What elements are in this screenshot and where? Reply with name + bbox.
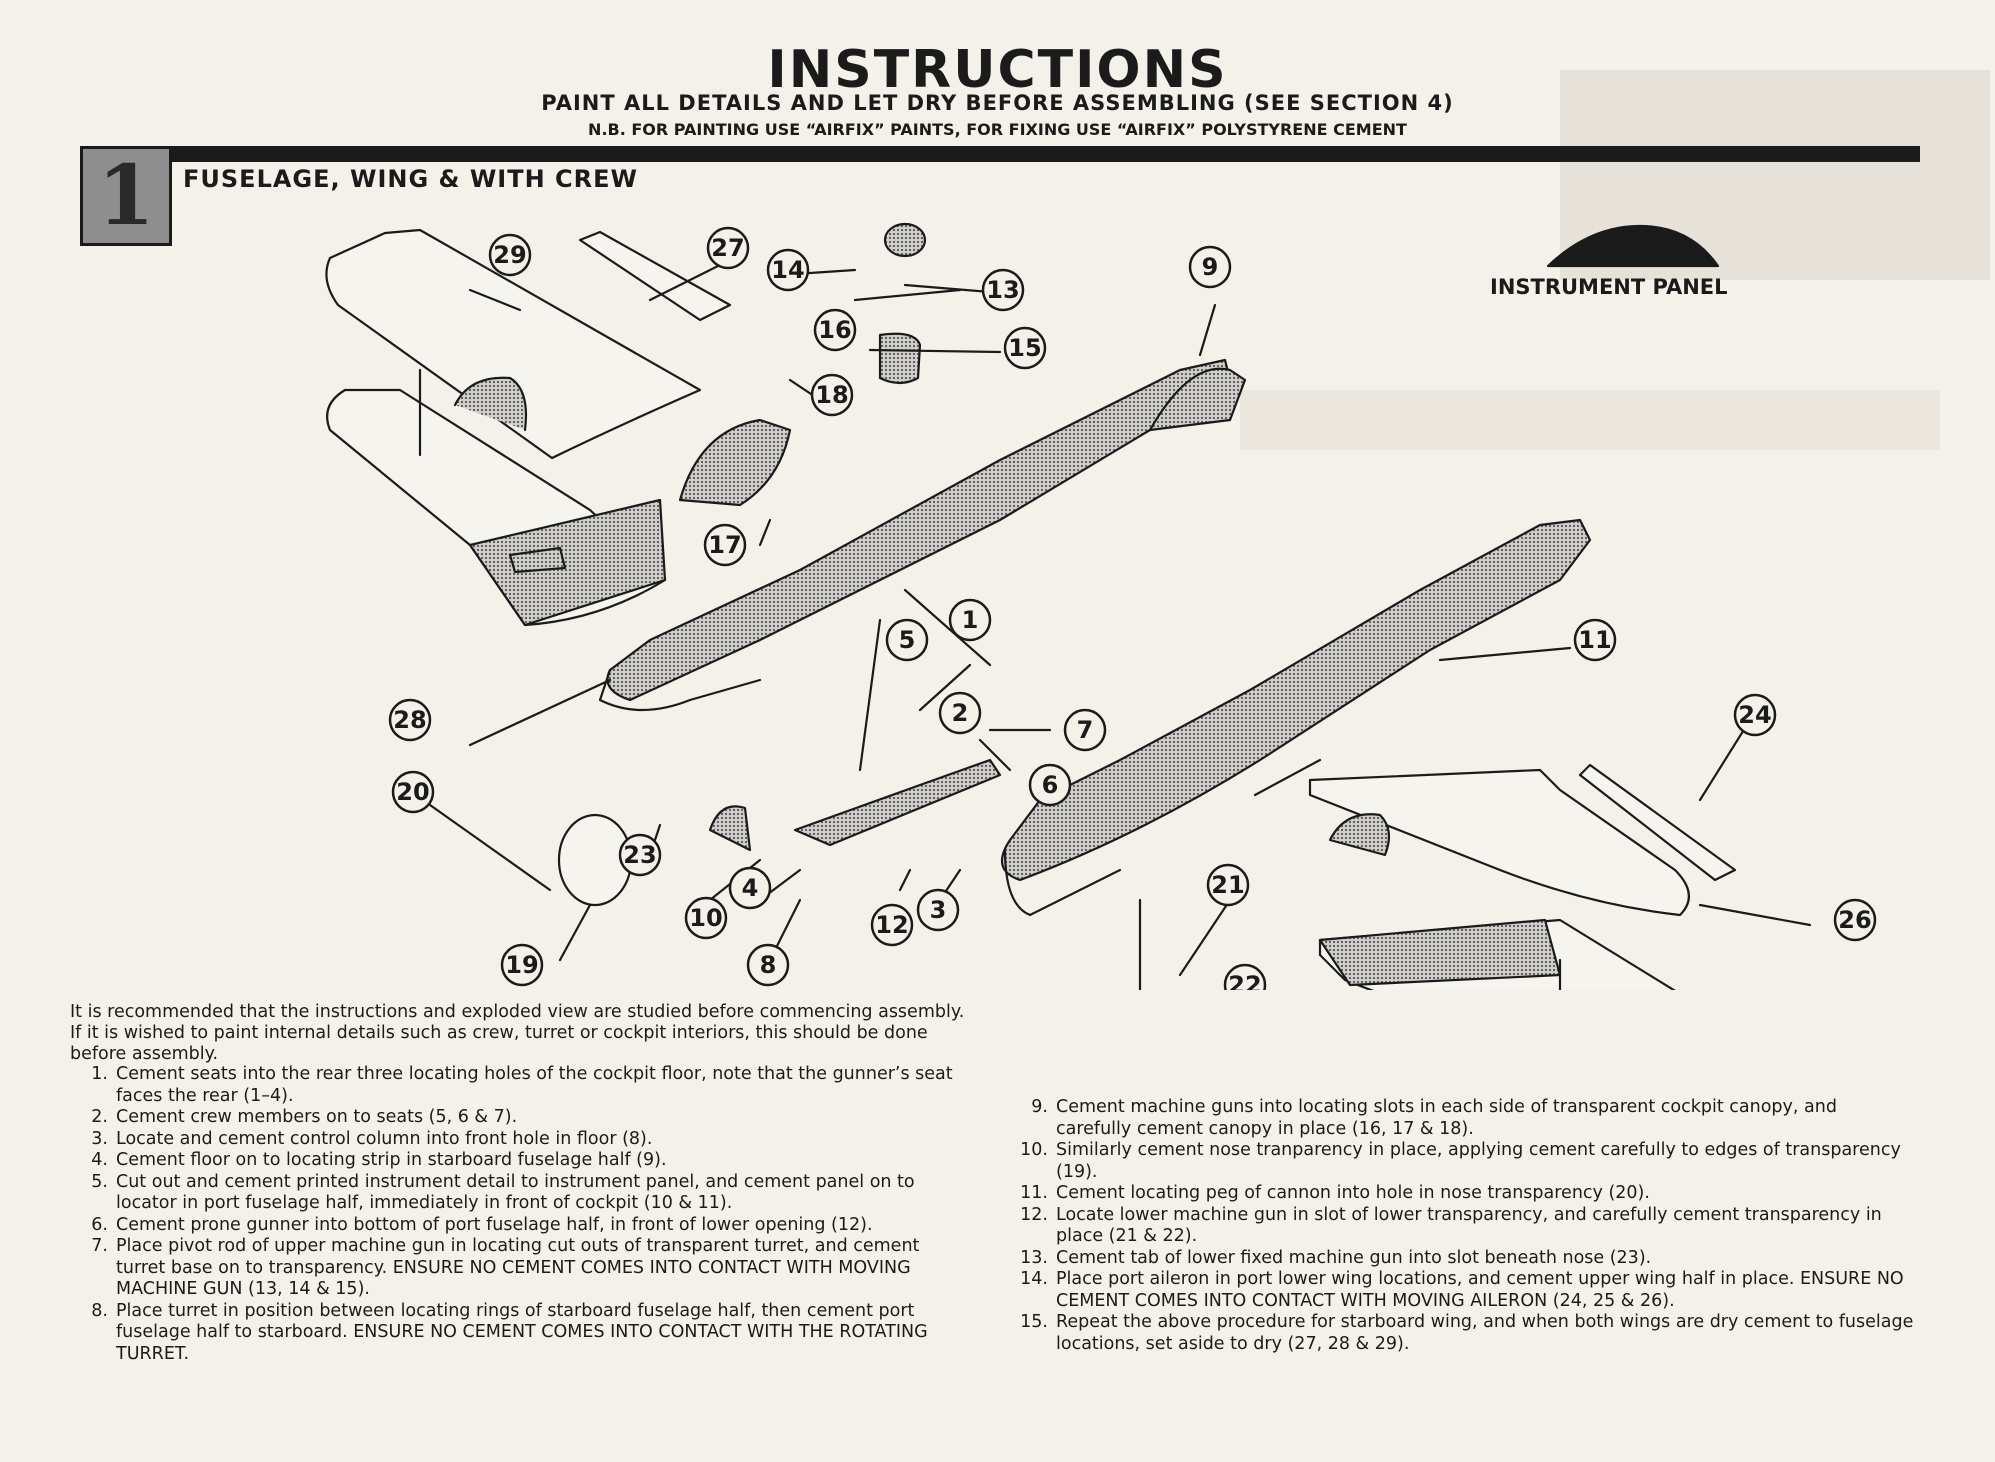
- section-title: FUSELAGE, WING & WITH CREW: [183, 165, 638, 193]
- callout-21: [1206, 863, 1250, 907]
- callout-label: 23: [623, 841, 656, 869]
- callout-20: [391, 770, 435, 814]
- canopy-18: [678, 418, 792, 507]
- callout-23: [618, 833, 662, 877]
- callout-9: [1188, 245, 1232, 289]
- section-number-box: 1: [80, 146, 172, 246]
- instrument-panel-icon: [1546, 224, 1720, 268]
- callout-label: 28: [393, 706, 426, 734]
- section-number: 1: [97, 148, 155, 244]
- callout-5: [885, 618, 929, 662]
- callout-19: [500, 943, 544, 987]
- callout-label: 29: [493, 241, 526, 269]
- callout-label: 15: [1008, 334, 1041, 362]
- step-item: 8.Place turret in position between locat…: [91, 1300, 928, 1364]
- step-item: 11.Cement locating peg of cannon into ho…: [1020, 1183, 1650, 1203]
- step-item: 15.Repeat the above procedure for starbo…: [1020, 1312, 1914, 1354]
- callout-3: [916, 888, 960, 932]
- step-item: 3.Locate and cement control column into …: [91, 1128, 653, 1149]
- step-item: 7.Place pivot rod of upper machine gun i…: [91, 1236, 920, 1299]
- callout-label: 18: [815, 381, 848, 409]
- callout-label: 22: [1228, 971, 1261, 990]
- step-item: 2.Cement crew members on to seats (5, 6 …: [91, 1107, 518, 1127]
- callout-label: 11: [1578, 626, 1611, 654]
- callout-label: 20: [396, 778, 429, 806]
- callout-7: [1063, 708, 1107, 752]
- callout-label: 17: [708, 531, 741, 559]
- callout-label: 26: [1838, 906, 1871, 934]
- step-item: 4.Cement floor on to locating strip in s…: [91, 1150, 667, 1170]
- callout-label: 2: [952, 699, 969, 727]
- reverse-side-bleed: [1240, 390, 1940, 450]
- callout-8: [746, 943, 790, 987]
- callout-label: 21: [1211, 871, 1244, 899]
- callout-label: 19: [505, 951, 538, 979]
- turret-base-15: [878, 332, 922, 385]
- callout-13: [981, 268, 1025, 312]
- callout-6: [1028, 763, 1072, 807]
- callout-16: [813, 308, 857, 352]
- nacelle-upper: [453, 376, 528, 432]
- callout-label: 9: [1202, 253, 1219, 281]
- callout-2: [938, 691, 982, 735]
- section-rule: [80, 146, 1920, 162]
- instrument-panel-10: [708, 805, 752, 852]
- callout-12: [870, 903, 914, 947]
- callout-10: [684, 896, 728, 940]
- flap-recess-right: [1318, 918, 1562, 987]
- page-subtitle: PAINT ALL DETAILS AND LET DRY BEFORE ASS…: [541, 91, 1454, 115]
- step-item: 12.Locate lower machine gun in slot of l…: [1020, 1204, 1882, 1247]
- instrument-panel-label: INSTRUMENT PANEL: [1490, 275, 1728, 299]
- callout-4: [728, 866, 772, 910]
- step-item: 10.Similarly cement nose tranparency in …: [1020, 1140, 1901, 1182]
- callout-label: 10: [689, 904, 722, 932]
- callout-label: 8: [760, 951, 777, 979]
- callout-label: 4: [742, 874, 759, 902]
- callout-label: 12: [875, 911, 908, 939]
- paint-note: N.B. FOR PAINTING USE “AIRFIX” PAINTS, F…: [588, 120, 1407, 139]
- starboard-upper-wing: [325, 228, 702, 460]
- aileron-27: [578, 230, 732, 322]
- callout-27: [706, 226, 750, 270]
- callout-label: 7: [1077, 716, 1094, 744]
- steps-right-column: 9.Cement machine guns into locating slot…: [1010, 1097, 1915, 1355]
- callout-label: 27: [711, 234, 744, 262]
- tail-fin: [1148, 367, 1247, 432]
- page-title: INSTRUCTIONS: [767, 40, 1228, 100]
- callout-11: [1573, 618, 1617, 662]
- callout-18: [810, 373, 854, 417]
- callout-28: [388, 698, 432, 742]
- callout-22: [1223, 963, 1267, 990]
- step-item: 14.Place port aileron in port lower wing…: [1020, 1269, 1904, 1311]
- callout-29: [488, 233, 532, 277]
- intro-paragraph: It is recommended that the instructions …: [70, 1002, 965, 1064]
- callout-label: 3: [930, 896, 947, 924]
- callout-label: 24: [1738, 701, 1771, 729]
- callout-26: [1833, 898, 1877, 942]
- callout-label: 14: [771, 256, 804, 284]
- cockpit-floor: [793, 758, 1002, 847]
- callout-label: 16: [818, 316, 851, 344]
- step-item: 1.Cement seats into the rear three locat…: [91, 1064, 953, 1106]
- steps-left-column: 1.Cement seats into the rear three locat…: [70, 1064, 970, 1365]
- turret-dome-14: [883, 222, 927, 258]
- callout-label: 6: [1042, 771, 1059, 799]
- callout-label: 13: [986, 276, 1019, 304]
- aileron-24: [1578, 763, 1737, 882]
- step-item: 5.Cut out and cement printed instrument …: [91, 1171, 915, 1214]
- callout-14: [766, 248, 810, 292]
- callout-15: [1003, 326, 1047, 370]
- nacelle-right: [1328, 813, 1391, 857]
- step-item: 13.Cement tab of lower fixed machine gun…: [1020, 1247, 1652, 1268]
- step-item: 6.Cement prone gunner into bottom of por…: [91, 1214, 873, 1235]
- callout-24: [1733, 693, 1777, 737]
- flap-recess: [468, 498, 667, 627]
- step-item: 9.Cement machine guns into locating slot…: [1031, 1097, 1837, 1139]
- callout-1: [948, 598, 992, 642]
- callout-label: 1: [962, 606, 979, 634]
- callout-17: [703, 523, 747, 567]
- port-upper-wing: [1308, 768, 1690, 917]
- callout-label: 5: [899, 626, 916, 654]
